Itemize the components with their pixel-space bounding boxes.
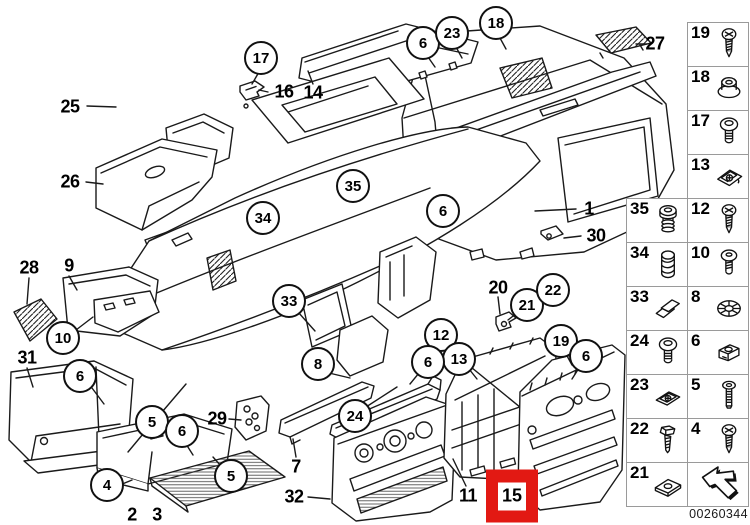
legend-cell-35: 35 [626, 198, 688, 243]
legend-cell-8: 8 [687, 286, 749, 331]
doc-number: 00260344 [689, 507, 748, 521]
legend-cell-34: 34 [626, 242, 688, 287]
legend-part-number: 34 [630, 243, 649, 262]
part-7-channel-shape [278, 381, 375, 445]
legend-part-number: 10 [691, 243, 710, 262]
part-28-vent-shape [13, 298, 58, 342]
washer-screw-icon [711, 113, 747, 152]
washer-screw-icon [650, 333, 686, 372]
legend-cell-24: 24 [626, 330, 688, 375]
star-washer-icon [711, 289, 747, 328]
clip-nut-flat2-icon [650, 465, 686, 504]
legend-part-number: 33 [630, 287, 649, 306]
legend-part-number: 6 [691, 331, 701, 350]
flat-bolt-icon [711, 377, 747, 416]
fastener-legend: 19 18 17 13 35 12 34 10 33 8 24 6 23 5 22 4 21 [626, 22, 749, 508]
clip-nut-flat-icon [650, 377, 686, 416]
legend-cell-6: 6 [687, 330, 749, 375]
spring-clip-icon [650, 289, 686, 328]
legend-part-number: 21 [630, 463, 649, 482]
legend-part-number: 17 [691, 111, 710, 130]
legend-cell-19: 19 [687, 22, 749, 67]
legend-part-number: 24 [630, 331, 649, 350]
screw-pan-icon [711, 25, 747, 64]
part-26-duct-shape [95, 138, 218, 231]
spiral-dowel-icon [650, 245, 686, 284]
legend-cell-13: 13 [687, 154, 749, 199]
screw-pan-icon [711, 421, 747, 460]
part-20-clip-shape [495, 311, 517, 332]
legend-cell-18: 18 [687, 66, 749, 111]
oval-screw-icon [711, 245, 747, 284]
legend-part-number: 22 [630, 419, 649, 438]
cage-nut-icon [711, 333, 747, 372]
part-16-clip-shape [239, 80, 265, 101]
screw-pan-icon [711, 201, 747, 240]
legend-cell-21: 21 [626, 462, 688, 507]
clip-nut-icon [711, 157, 747, 196]
legend-cell-23: 23 [626, 374, 688, 419]
legend-cell-5: 5 [687, 374, 749, 419]
part-27-vent-shape [595, 26, 652, 59]
legend-cell-4: 4 [687, 418, 749, 463]
legend-part-number: 19 [691, 23, 710, 42]
legend-cell-17: 17 [687, 110, 749, 155]
legend-part-number: 4 [691, 419, 701, 438]
legend-cell-22: 22 [626, 418, 688, 463]
legend-part-number: 23 [630, 375, 649, 394]
legend-cell-direction-arrow [687, 462, 749, 507]
legend-part-number: 18 [691, 67, 710, 86]
legend-part-number: 13 [691, 155, 710, 174]
flange-nut-icon [711, 69, 747, 108]
direction-arrow-icon [693, 464, 745, 505]
legend-cell-33: 33 [626, 286, 688, 331]
part-25-frame-shape [243, 57, 425, 144]
part-9-housing-shape [62, 266, 160, 337]
legend-part-number: 5 [691, 375, 701, 394]
grommet-icon [650, 201, 686, 240]
part-32-panel-shape [331, 396, 457, 522]
under-dash-brace-shape [336, 236, 437, 377]
legend-part-number: 35 [630, 199, 649, 218]
legend-part-number: 12 [691, 199, 710, 218]
legend-cell-12: 12 [687, 198, 749, 243]
legend-part-number: 8 [691, 287, 701, 306]
part-30-clip-shape [540, 225, 564, 241]
hex-screw-icon [650, 421, 686, 460]
legend-cell-10: 10 [687, 242, 749, 287]
